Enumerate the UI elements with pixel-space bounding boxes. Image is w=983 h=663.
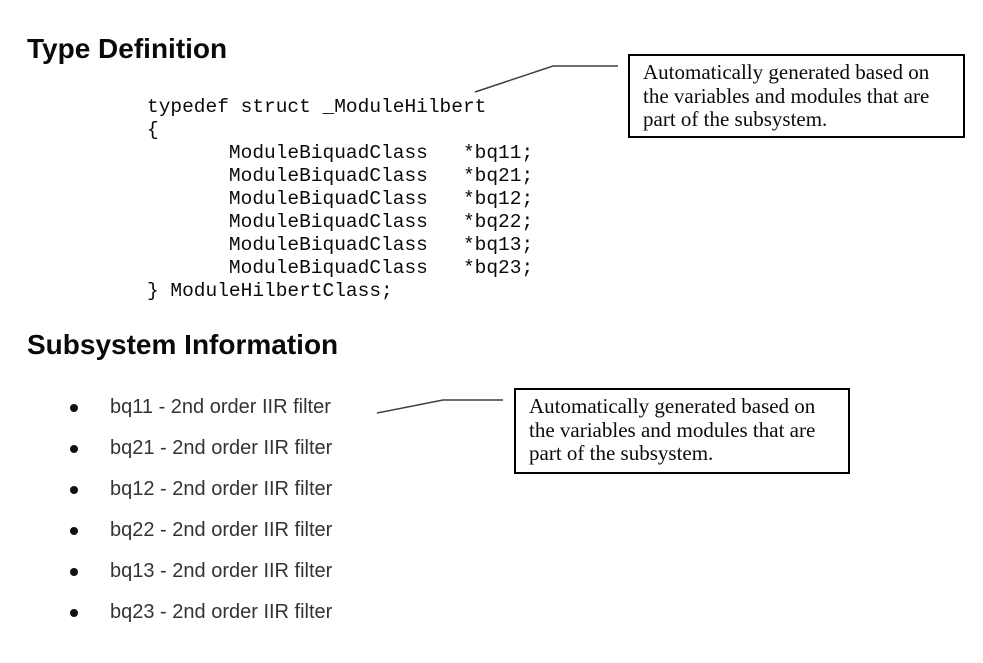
code-line: ModuleBiquadClass *bq11; bbox=[147, 142, 534, 164]
list-item: bq21 - 2nd order IIR filter bbox=[70, 428, 490, 469]
type-definition-heading: Type Definition bbox=[27, 33, 228, 64]
list-item-label: bq23 - 2nd order IIR filter bbox=[110, 601, 333, 623]
bullet-icon bbox=[70, 567, 78, 576]
list-item-label: bq21 - 2nd order IIR filter bbox=[110, 437, 333, 459]
list-item-label: bq22 - 2nd order IIR filter bbox=[110, 519, 333, 541]
callout-text-line: Automatically generated based on bbox=[643, 60, 930, 84]
list-item: bq11 - 2nd order IIR filter bbox=[70, 387, 490, 428]
bullet-icon bbox=[70, 608, 78, 617]
list-item-label: bq12 - 2nd order IIR filter bbox=[110, 478, 333, 500]
code-line: ModuleBiquadClass *bq13; bbox=[147, 234, 534, 256]
code-line: typedef struct _ModuleHilbert bbox=[147, 96, 487, 118]
callout-text-line: the variables and modules that are bbox=[529, 417, 816, 442]
callout-text-line: Automatically generated based on bbox=[529, 394, 816, 418]
callout-text-line: the variables and modules that are bbox=[643, 83, 930, 108]
bullet-icon bbox=[70, 526, 78, 535]
code-line: } ModuleHilbertClass; bbox=[147, 280, 393, 302]
bullet-icon bbox=[70, 403, 78, 412]
code-line: ModuleBiquadClass *bq21; bbox=[147, 165, 534, 187]
callout-box-subsystem-information: Automatically generated based on the var… bbox=[514, 388, 850, 474]
callout-text-line: part of the subsystem. bbox=[529, 441, 714, 465]
callout-connector-line-type-definition bbox=[474, 65, 618, 93]
type-definition-code: typedef struct _ModuleHilbert { ModuleBi… bbox=[147, 96, 533, 303]
callout-text-line: part of the subsystem. bbox=[643, 107, 828, 131]
code-line: ModuleBiquadClass *bq23; bbox=[147, 257, 534, 279]
list-item: bq22 - 2nd order IIR filter bbox=[70, 510, 490, 551]
list-item: bq13 - 2nd order IIR filter bbox=[70, 551, 490, 592]
callout-box-type-definition: Automatically generated based on the var… bbox=[628, 54, 965, 138]
list-item-label: bq11 - 2nd order IIR filter bbox=[110, 396, 331, 418]
list-item: bq12 - 2nd order IIR filter bbox=[70, 469, 490, 510]
list-item: bq23 - 2nd order IIR filter bbox=[70, 592, 490, 633]
bullet-icon bbox=[70, 444, 78, 453]
code-line: ModuleBiquadClass *bq12; bbox=[147, 188, 534, 210]
bullet-icon bbox=[70, 485, 78, 494]
list-item-label: bq13 - 2nd order IIR filter bbox=[110, 560, 333, 582]
subsystem-list: bq11 - 2nd order IIR filter bq21 - 2nd o… bbox=[70, 387, 490, 633]
code-line: { bbox=[147, 119, 159, 141]
subsystem-information-heading: Subsystem Information bbox=[27, 329, 339, 360]
code-line: ModuleBiquadClass *bq22; bbox=[147, 211, 534, 233]
